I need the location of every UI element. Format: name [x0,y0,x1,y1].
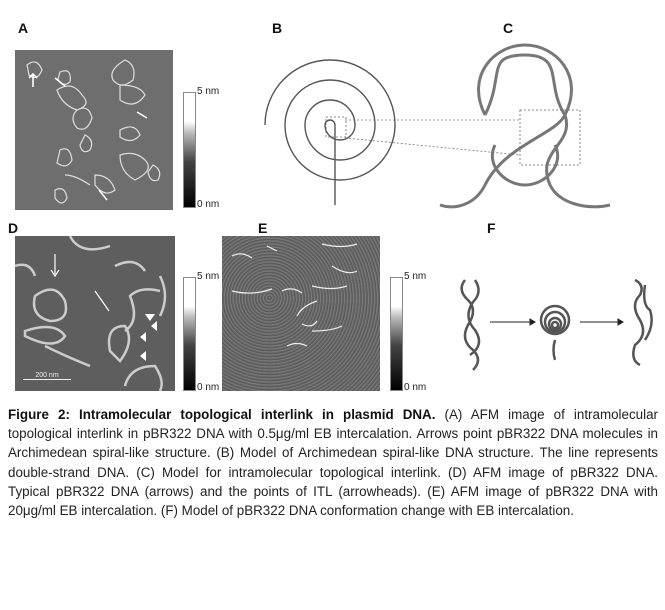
panel-a-afm-image [15,50,173,210]
panel-c-interlink-model [439,43,611,209]
caption-body: (A) AFM image of intramolecular topologi… [8,407,659,519]
panel-d-colorbar-max: 5 nm [197,271,220,282]
panel-e-afm-image [222,236,380,391]
panel-d-colorbar-min: 0 nm [197,382,220,393]
panel-e-colorbar-max: 5 nm [404,271,427,282]
panel-a-colorbar-max: 5 nm [197,86,220,97]
panel-a-colorbar-min: 0 nm [197,199,220,210]
caption-title: Figure 2: Intramolecular topological int… [8,407,436,422]
panel-b-archimedean-spiral-model [264,59,396,205]
panel-d-scale-bar: 200 nm [23,372,71,380]
panel-f-label: F [487,220,496,236]
panel-b-to-c-zoom-lines [344,119,521,156]
panel-d-label: D [8,220,19,236]
figure-caption: Figure 2: Intramolecular topological int… [8,405,658,520]
panel-b-label: B [272,20,283,36]
panel-f-conformation-model [460,278,653,371]
panel-e-label: E [258,220,268,236]
panel-e-colorbar-min: 0 nm [404,382,427,393]
panel-d-colorbar [183,277,196,391]
panel-a-colorbar [183,92,196,208]
panel-d-afm-image: 200 nm [15,236,175,391]
panel-c-label: C [503,20,514,36]
panel-e-colorbar [390,277,403,391]
panel-a-label: A [18,20,29,36]
